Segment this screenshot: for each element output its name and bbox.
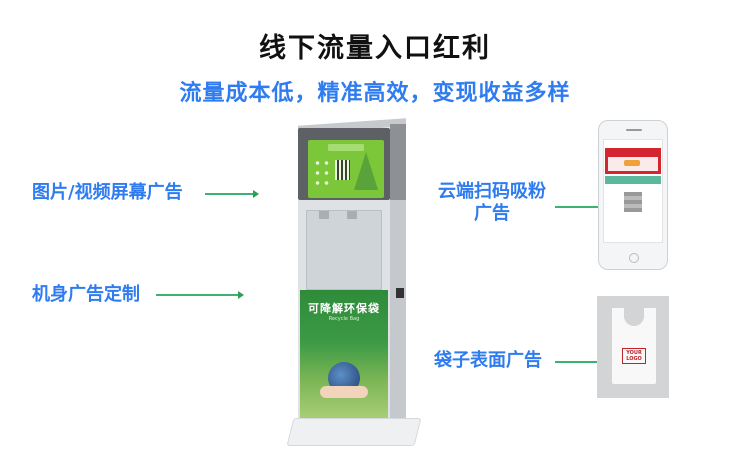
poster-subtitle: Recycle Bag — [328, 316, 360, 322]
screen-step-icons — [313, 158, 331, 188]
callout-body-ad: 机身广告定制 — [32, 284, 140, 305]
page-title: 线下流量入口红利 — [259, 33, 491, 64]
bag-handle-cutout — [624, 308, 644, 326]
bag-logo-line2: LOGO — [626, 356, 642, 362]
callout-qr-ad: 云端扫码吸粉 广告 — [436, 181, 548, 225]
page-subtitle: 流量成本低，精准高效，变现收益多样 — [179, 81, 571, 106]
kiosk-head-side — [390, 124, 406, 204]
qr-code-icon — [335, 160, 350, 180]
speaker-icon — [626, 129, 642, 131]
callout-screen-ad: 图片/视频屏幕广告 — [32, 182, 183, 203]
bag-handle-left — [612, 308, 624, 322]
kiosk-ad-screen — [308, 140, 384, 198]
home-button-icon — [629, 253, 639, 263]
shopping-bag: YOUR LOGO — [612, 308, 656, 384]
phone-tab-bar — [605, 176, 661, 184]
hand-icon — [320, 386, 368, 398]
callout-bag-ad: 袋子表面广告 — [434, 350, 542, 371]
screen-header-bar — [328, 144, 364, 151]
kiosk-body-side — [390, 200, 406, 430]
bag-dispense-slot — [306, 210, 382, 290]
qr-code-icon — [624, 192, 642, 212]
promo-button — [624, 160, 640, 166]
promo-banner — [605, 148, 661, 174]
phone-screen — [603, 139, 663, 243]
kiosk-base — [286, 418, 422, 446]
bag-logo-line1: YOUR — [626, 350, 642, 356]
slot-tab — [319, 211, 329, 219]
callout-qr-ad-line2: 广告 — [474, 203, 510, 224]
lock-icon — [396, 288, 404, 298]
poster-title: 可降解环保袋 — [308, 302, 380, 315]
kiosk-body-poster: 可降解环保袋 Recycle Bag — [300, 290, 388, 420]
bag-logo: YOUR LOGO — [622, 348, 646, 364]
phone-mockup — [598, 120, 668, 270]
bag-vending-kiosk: 可降解环保袋 Recycle Bag — [286, 112, 422, 452]
tree-icon — [354, 152, 378, 190]
arrow-right-icon — [205, 190, 259, 198]
arrow-right-icon — [156, 291, 244, 299]
slot-tab — [347, 211, 357, 219]
bag-handle-right — [644, 308, 656, 322]
callout-qr-ad-line1: 云端扫码吸粉 — [438, 181, 546, 202]
